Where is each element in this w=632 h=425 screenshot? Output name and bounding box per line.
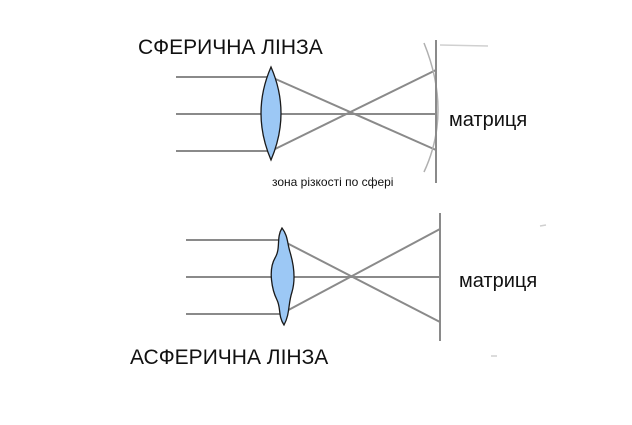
aspherical-sensor-label: матриця <box>459 270 537 292</box>
refracted-ray-bottom <box>280 228 441 315</box>
aspherical-lens-group: АСФЕРИЧНА ЛІНЗА матриця <box>130 213 547 369</box>
focus-zone-label: зона різкості по сфері <box>272 175 393 189</box>
spherical-lens-group: СФЕРИЧНА ЛІНЗА матриця зона різкості по … <box>138 36 527 189</box>
focus-zone-curve <box>423 42 439 173</box>
refracted-ray-top <box>280 239 441 323</box>
refracted-ray-bottom <box>270 69 437 152</box>
aspherical-lens <box>270 226 295 327</box>
spherical-lens-title: СФЕРИЧНА ЛІНЗА <box>138 36 323 59</box>
aspherical-lens-title: АСФЕРИЧНА ЛІНЗА <box>130 346 328 369</box>
focus-zone-tick <box>439 44 489 47</box>
spherical-sensor-label: матриця <box>449 109 527 131</box>
spherical-lens <box>260 65 282 162</box>
sensor-edge-mark-top <box>539 224 547 227</box>
